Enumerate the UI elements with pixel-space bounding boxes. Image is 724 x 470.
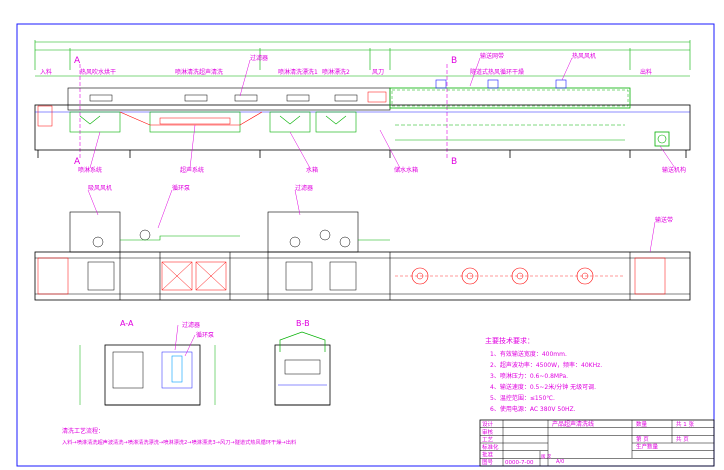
callout-aa-filter: 过滤器 (182, 321, 200, 329)
title-right-qty: 数量 (636, 420, 648, 428)
title-row-design: 设计 (482, 420, 494, 428)
revision-value: A/0 (556, 459, 564, 465)
callout-conveyor-belt: 输送带 (655, 216, 673, 224)
process-flow-text: 入料→喷淋清洗超声波清洗→喷淋清洗漂洗→喷淋漂洗2→喷淋漂洗3→风刀→隧道式热风… (62, 438, 296, 446)
tech-spec-item-2: 2、超声波功率：4500W，频率：40KHz. (490, 361, 602, 369)
title-block: 设计 审核 工艺 标准化 批准 图号 产品超声清洗线 0000-7-00 版 次… (479, 419, 715, 467)
title-row-approve: 批准 (482, 451, 494, 459)
callout-ultrasonic: 超声系统 (180, 166, 204, 174)
section-marker-b-bottom: B (451, 157, 457, 167)
section-marker-a-top: A (74, 56, 81, 66)
callout-aa-pump: 循环泵 (196, 331, 214, 339)
tech-spec-item-1: 1、有效输送宽度：400mm. (490, 350, 567, 358)
title-right-sheet: 第 页 (636, 435, 649, 443)
callout-mesh-belt: 输送网带 (480, 52, 504, 60)
zone-label-3: 喷淋清洗超声清洗 (175, 68, 223, 76)
title-right-total-sheets: 共 1 张 (676, 420, 694, 428)
zone-label-8: 出料 (640, 68, 652, 76)
zone-label-5: 喷淋漂洗2 (322, 68, 350, 76)
drawing-border (16, 23, 715, 467)
tech-spec-item-5: 5、温控范围：≤150℃. (490, 394, 555, 402)
title-row-process: 工艺 (482, 437, 494, 444)
tech-spec-item-3: 3、喷淋压力：0.6~0.8MPa. (490, 372, 568, 380)
section-bb: B-B (274, 319, 331, 406)
callout-water-tank: 水箱 (306, 166, 318, 174)
tech-spec-item-6: 6、使用电源：AC 380V 50HZ. (490, 405, 576, 413)
section-marker-b-top: B (451, 56, 457, 66)
process-heading: 清洗工艺流程： (62, 427, 104, 435)
callout-circulation-pump: 循环泵 (172, 184, 190, 192)
revision-label: 版 次 (541, 453, 552, 460)
zone-label-1: 入料 (40, 68, 52, 76)
section-aa-title: A-A (120, 319, 134, 328)
section-bb-title: B-B (296, 319, 310, 328)
callout-suction-fan: 吸风风机 (88, 184, 112, 192)
zone-label-6: 风刀 (372, 69, 384, 76)
tech-specs-heading: 主要技术要求： (485, 336, 534, 345)
tech-spec-item-4: 4、输送速度：0.5~2米/分钟 无级可调. (490, 383, 596, 391)
title-right-production-qty: 生产数量 (636, 443, 659, 451)
zone-label-4: 喷淋清洗漂洗1 (278, 68, 318, 76)
title-right-of: 共 页 (676, 435, 689, 443)
callout-conveyor-drive: 输送机构 (662, 166, 686, 174)
callout-hot-air-fan: 热风风机 (572, 52, 596, 60)
callout-top-filter: 过滤器 (295, 184, 313, 192)
callout-filter: 过滤器 (250, 54, 268, 62)
process-flow: 清洗工艺流程： 入料→喷淋清洗超声波清洗→喷淋清洗漂洗→喷淋漂洗2→喷淋漂洗3→… (62, 427, 296, 446)
zone-label-2: 热风吹水烘干 (80, 68, 116, 76)
callout-spray-system: 喷淋系统 (78, 166, 102, 174)
title-row-drawing-no: 图号 (482, 458, 494, 466)
zone-label-7: 隧道式热风循环干燥 (470, 68, 524, 76)
doc-number: 0000-7-00 (505, 460, 534, 466)
top-view: 吸风风机 循环泵 过滤器 输送带 (34, 184, 691, 301)
section-aa: A-A 过滤器 循环泵 (79, 319, 216, 406)
side-view: A A B B 入料 热风吹水烘干 喷淋清洗超声清洗 喷淋清洗漂洗1 喷淋漂洗2… (34, 40, 691, 174)
title-row-check: 审核 (482, 428, 494, 436)
drawing-name: 产品超声清洗线 (552, 420, 594, 428)
tech-specs: 主要技术要求： 1、有效输送宽度：400mm. 2、超声波功率：4500W，频率… (485, 336, 602, 413)
title-row-standard: 标准化 (482, 443, 499, 451)
section-marker-a-bottom: A (74, 157, 81, 167)
callout-storage-tank: 储水水箱 (394, 166, 418, 174)
